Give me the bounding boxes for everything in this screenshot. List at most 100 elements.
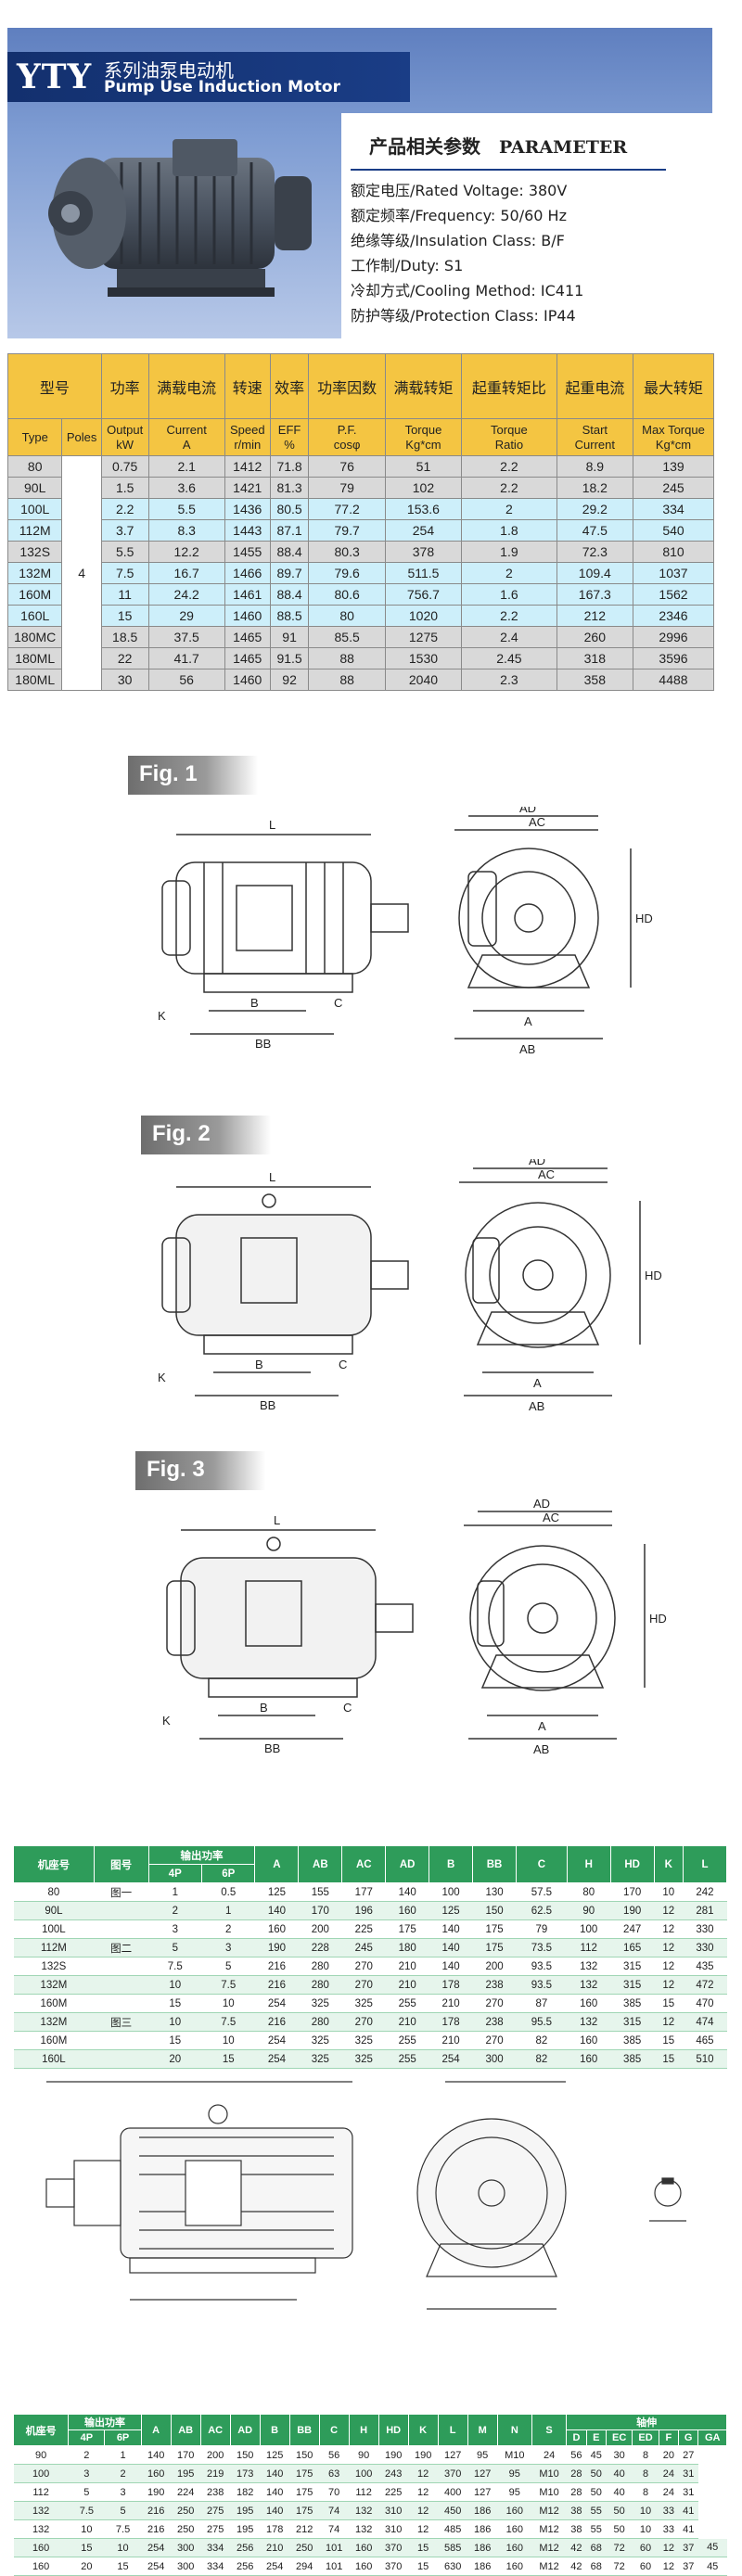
table-cell (94, 2031, 149, 2050)
table-cell: 125 (254, 1882, 299, 1902)
table-cell: 74 (319, 2501, 350, 2520)
table-cell: M12 (531, 2557, 567, 2576)
table-cell: 254 (260, 2557, 290, 2576)
parameter-list: 额定电压/Rated Voltage: 380V 额定频率/Frequency:… (351, 178, 583, 328)
table-cell: 1.5 (100, 477, 149, 499)
table-cell (94, 1975, 149, 1995)
table-cell: 385 (610, 1994, 655, 2013)
table-cell: 33 (659, 2519, 679, 2539)
table-cell: 图一 (94, 1882, 149, 1902)
th-B: B (259, 2414, 290, 2446)
shaft-drawing (45, 2081, 686, 2310)
table-cell: 178 (429, 1975, 473, 1995)
table-cell: 88.5 (269, 605, 310, 627)
dim-B: B (255, 1358, 263, 1371)
table-cell: 100L (13, 1919, 95, 1939)
table-cell: 1466 (224, 562, 271, 584)
table-cell: 132M (13, 1975, 95, 1995)
table-cell: 325 (298, 2031, 342, 2050)
th-poles-en: Poles (61, 418, 102, 456)
th-4p: 4P (147, 1864, 203, 1883)
th-eff-cn: 效率 (269, 353, 310, 419)
table-cell: 1460 (224, 605, 271, 627)
th-AD: AD (385, 1845, 430, 1883)
fig1-drawing: L B BB C K A AB AC AD HD (158, 807, 653, 1056)
dim-L: L (269, 818, 275, 832)
table-cell: 160 (567, 2031, 611, 2050)
table-cell: 153.6 (384, 498, 463, 520)
table-cell: 95 (497, 2464, 532, 2483)
th-current-cn: 满载电流 (147, 353, 225, 419)
table-cell: 77.2 (308, 498, 386, 520)
dim-BB: BB (260, 1398, 275, 1412)
table-cell: 85.5 (308, 626, 386, 648)
table-cell: 247 (610, 1919, 655, 1939)
th-AC: AC (341, 1845, 387, 1883)
table-cell: 15 (654, 2031, 684, 2050)
th-EC: EC (605, 2429, 633, 2446)
parameter-title-cn: 产品相关参数 (369, 135, 480, 158)
table-cell: 12 (408, 2482, 439, 2502)
table-cell: 280 (298, 2012, 342, 2032)
table-cell: 10 (148, 2012, 202, 2032)
table-cell: 160 (497, 2557, 532, 2576)
table-cell: 470 (683, 1994, 727, 2013)
th-output: 输出功率 (68, 2414, 142, 2430)
table-cell: 1 (104, 2445, 142, 2465)
table-cell: 56 (147, 669, 225, 691)
cell-type: 160M (6, 583, 63, 606)
table-cell: 90 (567, 1901, 611, 1920)
motor-photo (48, 139, 312, 297)
th-C: C (516, 1845, 568, 1883)
th-pf-en: P.F. cosφ (308, 418, 386, 456)
table-cell: 62.5 (516, 1901, 568, 1920)
table-cell: 254 (254, 2031, 299, 2050)
table-cell: 74 (319, 2519, 350, 2539)
table-cell: 15 (654, 1994, 684, 2013)
table-cell: 24 (659, 2464, 679, 2483)
dim-AB: AB (519, 1042, 535, 1056)
table-cell: 810 (632, 541, 715, 563)
table-cell: 73.5 (516, 1938, 568, 1958)
fig3-drawing: L B BB C K A AB AC AD HD (162, 1497, 667, 1756)
table-cell: 27 (678, 2445, 698, 2465)
table-cell: 91 (269, 626, 310, 648)
th-B: B (429, 1845, 474, 1883)
table-cell: 485 (438, 2519, 468, 2539)
table-cell: 216 (254, 1975, 299, 1995)
table-cell: 24 (531, 2445, 567, 2465)
table-cell: 130 (472, 1882, 517, 1902)
table-cell: 112 (349, 2482, 379, 2502)
table-cell: 255 (385, 2049, 429, 2069)
table-cell: 79 (516, 1919, 568, 1939)
table-cell: 315 (610, 1975, 655, 1995)
th-A: A (140, 2414, 172, 2446)
table-cell: 91.5 (269, 647, 310, 670)
dim-AD: AD (529, 1159, 545, 1167)
table-cell: 38 (566, 2519, 587, 2539)
table-cell: 41.7 (147, 647, 225, 670)
th-power-cn: 功率 (100, 353, 149, 419)
th-max-torque-cn: 最大转矩 (632, 353, 715, 419)
brand-name: YTY (17, 57, 93, 96)
table-cell: 400 (438, 2482, 468, 2502)
table-cell: 127 (467, 2464, 498, 2483)
table-cell: 7.5 (148, 1957, 202, 1976)
table-cell: 41 (678, 2519, 698, 2539)
table-cell: 186 (467, 2501, 498, 2520)
table-cell: M10 (497, 2445, 532, 2465)
table-cell: 228 (298, 1938, 342, 1958)
table-cell: 88 (308, 647, 386, 670)
table-cell: 12 (654, 2012, 684, 2032)
table-cell: 132 (567, 2012, 611, 2032)
table-cell: 186 (467, 2557, 498, 2576)
th-4p: 4P (68, 2429, 106, 2446)
table-cell: 160 (13, 2557, 69, 2576)
th-type-en: Type (6, 418, 63, 456)
